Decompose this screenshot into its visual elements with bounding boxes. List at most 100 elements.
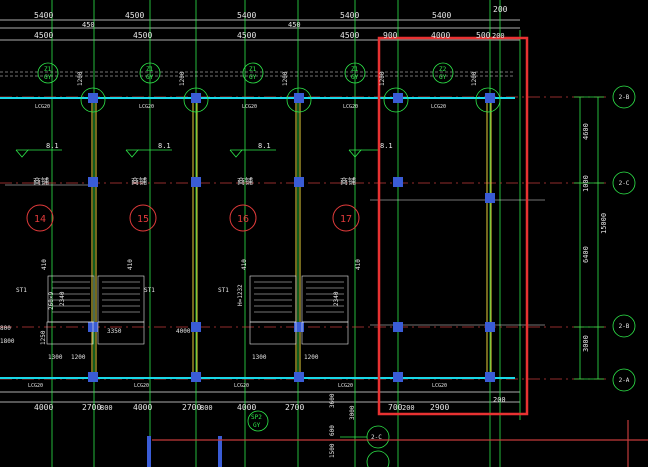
svg-text:16: 16 [237,214,249,225]
elevation-markers [15,149,380,158]
svg-text:2-A: 2-A [619,377,630,384]
svg-text:Z1: Z1 [249,66,257,73]
svg-text:Z1: Z1 [351,66,359,73]
bottom-dim: 200 [402,404,415,412]
yellow-columns-lines [91,100,492,376]
svg-text:GY: GY [351,74,359,81]
axis-circles [37,62,501,113]
svg-text:3000: 3000 [349,405,356,420]
svg-text:410: 410 [127,259,134,270]
svg-text:8.1: 8.1 [158,142,171,150]
svg-text:GY: GY [253,422,261,429]
svg-text:1200: 1200 [71,354,86,361]
structural-columns [88,93,495,382]
svg-text:2-C: 2-C [371,434,382,441]
bottom-dim: 4000 [133,403,152,412]
highlight-selection-box[interactable] [377,36,529,416]
svg-text:LCG20: LCG20 [432,383,447,389]
svg-text:8.1: 8.1 [380,142,393,150]
svg-text:GY: GY [439,74,447,81]
svg-text:LCG20: LCG20 [28,383,43,389]
svg-text:LCG20: LCG20 [242,104,257,110]
top-small-dims: 1200 1200 1200 1200 1200 [77,71,478,86]
svg-text:4600: 4600 [582,123,590,140]
svg-text:LCG20: LCG20 [139,104,154,110]
bottom-dim: 2700 [285,403,304,412]
svg-text:ST1: ST1 [144,287,155,294]
svg-text:商铺: 商铺 [237,176,253,186]
top-dim: 5400 [340,11,359,20]
svg-text:GY: GY [146,74,154,81]
svg-text:LCG20: LCG20 [35,104,50,110]
svg-text:15000: 15000 [600,213,608,234]
svg-text:260×9: 260×9 [48,292,55,310]
bottom-dim: 4000 [237,403,256,412]
top-dim: 200 [493,5,508,14]
dashed-top-edge [0,71,515,77]
svg-text:LCG20: LCG20 [431,104,446,110]
room-number-circles [26,204,360,232]
svg-text:17: 17 [340,214,352,225]
top-dim: 5400 [34,11,53,20]
svg-text:1200: 1200 [304,354,319,361]
shop-labels: 商铺 商铺 商铺 商铺 [33,176,356,186]
svg-text:Z1: Z1 [146,66,154,73]
svg-text:LCG20: LCG20 [234,383,249,389]
svg-text:14: 14 [34,214,46,225]
bottom-dim: 200 [493,396,506,404]
svg-text:LCG20: LCG20 [343,104,358,110]
top-dim: 5400 [432,11,451,20]
svg-text:2340: 2340 [59,291,66,306]
room-number-text: 14 15 16 17 [34,214,352,225]
svg-text:1300: 1300 [252,354,267,361]
svg-text:3350: 3350 [107,328,122,335]
svg-text:6400: 6400 [582,246,590,263]
top-dim-row2: 4000 [431,31,450,40]
row-bubbles [612,85,636,392]
svg-text:ST1: ST1 [16,287,27,294]
top-dim-row2: 4500 [133,31,152,40]
svg-text:410: 410 [241,259,248,270]
svg-text:2340: 2340 [333,291,340,306]
top-dim-small: 450 [288,21,301,29]
top-dim-row2: 4500 [34,31,53,40]
svg-text:410: 410 [41,259,48,270]
svg-text:2-B: 2-B [619,323,630,330]
svg-text:410: 410 [355,259,362,270]
top-dim: 5400 [237,11,256,20]
svg-text:800: 800 [0,325,11,332]
bottom-dim: 800 [100,404,113,412]
svg-text:8.1: 8.1 [258,142,271,150]
green-vertical-axes [51,0,521,467]
beam-labels-bottom: LCG20 LCG20 LCG20 LCG20 LCG20 [28,383,447,389]
svg-text:LCG20: LCG20 [134,383,149,389]
elevation-text: 8.1 8.1 8.1 8.1 [46,142,393,150]
svg-text:GY: GY [249,74,257,81]
bottom-dim: 2700 [82,403,101,412]
bottom-dim: 2900 [430,403,449,412]
svg-text:Z2: Z2 [439,66,447,73]
top-dim-row2: 4500 [340,31,359,40]
svg-text:8.1: 8.1 [46,142,59,150]
bottom-dim: 4000 [34,403,53,412]
bottom-dim: 800 [200,404,213,412]
svg-text:3000: 3000 [582,335,590,352]
svg-text:商铺: 商铺 [131,176,147,186]
svg-text:2-C: 2-C [619,180,630,187]
svg-text:1200: 1200 [77,71,84,86]
svg-text:1800: 1800 [0,338,15,345]
svg-text:Z1: Z1 [44,66,52,73]
top-dim-small: 450 [82,21,95,29]
svg-text:1200: 1200 [379,71,386,86]
bottom-tag-text: SP2 GY 2-C 3000 1500 600 3600 [251,393,382,458]
bottom-markers [247,410,390,467]
top-dim-row2: 200 [492,32,505,40]
svg-text:1000: 1000 [582,175,590,192]
top-dim-row2: 500 [476,31,491,40]
right-dims-text: 4600 1000 6400 15000 3000 [582,123,608,352]
stair-text: ST1 ST1 ST1 410 410 410 410 2340 2340 H=… [0,259,362,361]
bottom-blue-bars [147,436,222,467]
